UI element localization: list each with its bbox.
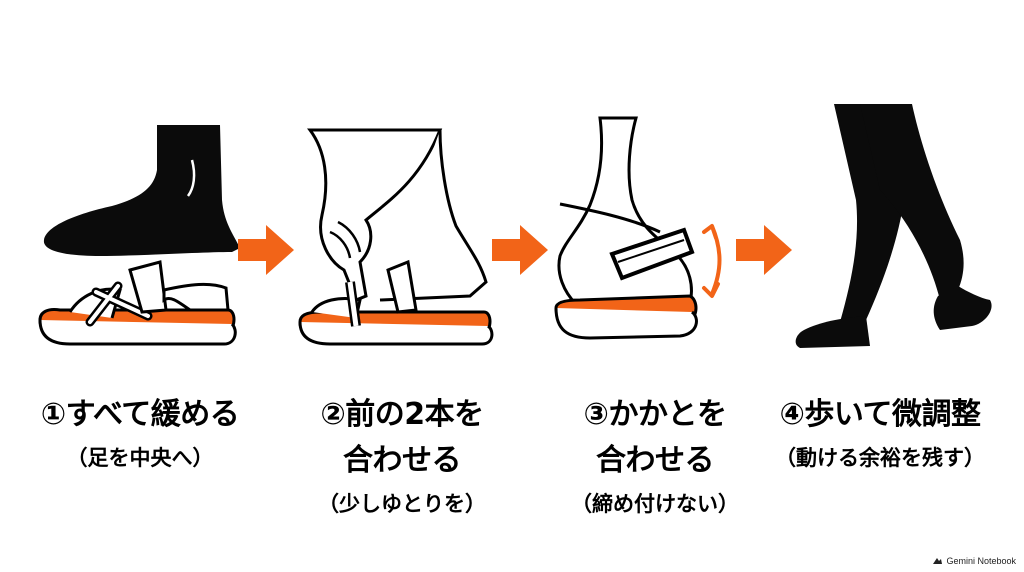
notebook-logo-icon xyxy=(933,558,943,564)
step-1-title: ①すべて緩める xyxy=(40,397,240,432)
step4-illustration xyxy=(795,104,992,348)
arrow-2 xyxy=(492,225,548,275)
arrow-3 xyxy=(736,225,792,275)
step1-illustration xyxy=(38,125,240,346)
watermark: Gemini Notebook xyxy=(932,556,1016,566)
step-1-subtitle: （足を中央へ） xyxy=(66,446,214,470)
watermark-text: Gemini Notebook xyxy=(946,556,1016,566)
hand xyxy=(307,128,443,302)
adjust-arrow-icon xyxy=(702,224,722,298)
step-2-caption: ②前の2本を 合わせる （少しゆとりを） xyxy=(277,392,527,524)
arrow-1 xyxy=(238,225,294,275)
step3-illustration xyxy=(554,116,722,340)
step-1-caption: ①すべて緩める （足を中央へ） xyxy=(15,392,265,478)
leg xyxy=(379,129,488,302)
step-3-subtitle: （締め付けない） xyxy=(571,492,739,516)
step-3-title: ③かかとを xyxy=(583,397,727,432)
back-shoe xyxy=(795,316,870,348)
step-3-title-line2: 合わせる xyxy=(596,443,715,478)
step-4-subtitle: （動ける余裕を残す） xyxy=(775,446,985,470)
step-3-caption: ③かかとを 合わせる （締め付けない） xyxy=(530,392,780,524)
front-leg xyxy=(860,104,964,300)
step-4-caption: ④歩いて微調整 （動ける余裕を残す） xyxy=(755,392,1005,478)
bare-foot xyxy=(43,125,240,256)
step2-illustration xyxy=(298,128,494,346)
step-4-title: ④歩いて微調整 xyxy=(779,397,981,432)
front-shoe xyxy=(933,286,992,330)
step-2-title: ②前の2本を xyxy=(320,397,484,432)
step-2-subtitle: （少しゆとりを） xyxy=(318,492,486,516)
step-2-title-line2: 合わせる xyxy=(343,443,462,478)
heel-strap xyxy=(609,227,695,281)
